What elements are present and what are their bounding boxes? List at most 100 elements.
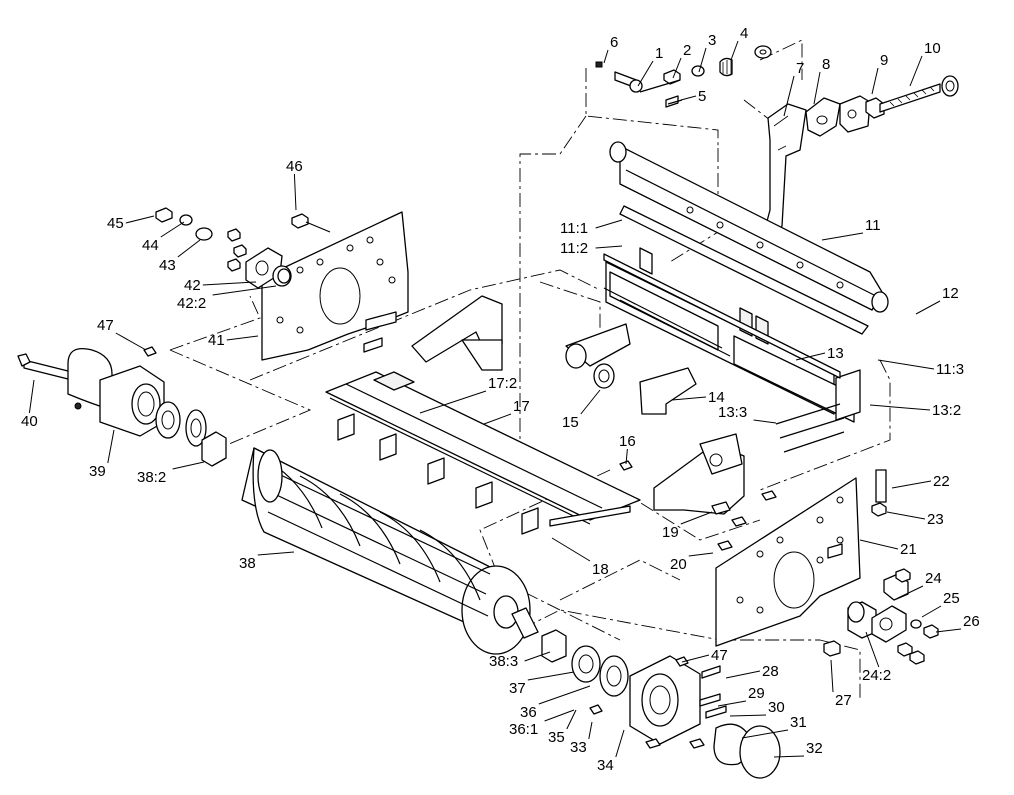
- leader-line-c17_2: [419, 390, 487, 414]
- callout-label-c13_2: 13:2: [932, 402, 961, 419]
- cutting-reel: [241, 447, 539, 655]
- leader-line-c11_3: [877, 359, 935, 370]
- leader-line-c28: [725, 670, 761, 679]
- leader-line-c42_2: [212, 285, 277, 296]
- leader-line-c47a: [115, 332, 147, 351]
- callout-label-c38_3: 38:3: [489, 653, 518, 670]
- leader-line-c33: [588, 721, 593, 740]
- right-end-housing: [541, 629, 781, 779]
- leader-line-c34: [615, 729, 625, 758]
- callout-label-c42_2: 42:2: [177, 295, 206, 312]
- leader-line-c36_1: [544, 709, 575, 722]
- leader-line-c2: [672, 57, 682, 79]
- leader-line-c38_3: [524, 651, 551, 662]
- leader-line-c29: [717, 700, 747, 707]
- callout-label-c3: 3: [708, 32, 716, 49]
- callout-label-c42: 42: [184, 277, 201, 294]
- callout-label-c32: 32: [806, 740, 823, 757]
- leader-line-c46: [293, 173, 297, 211]
- adjuster-assembly: [761, 75, 959, 245]
- right-frame-bracket: [653, 433, 777, 551]
- leader-line-c9: [871, 67, 879, 95]
- callout-label-c10: 10: [924, 40, 941, 57]
- leader-line-c20: [688, 552, 714, 557]
- callout-label-c23: 23: [927, 511, 944, 528]
- callout-label-c25: 25: [943, 590, 960, 607]
- callout-label-c13_3: 13:3: [718, 404, 747, 421]
- leader-line-c40: [28, 379, 35, 414]
- left-bearing-hardware: [155, 207, 331, 289]
- callout-label-c40: 40: [21, 413, 38, 430]
- bedknife-assembly: [325, 371, 641, 535]
- callout-label-c35: 35: [548, 729, 565, 746]
- leader-line-c27: [830, 659, 834, 693]
- left-side-frame: [261, 211, 409, 361]
- callout-label-c26: 26: [963, 613, 980, 630]
- callout-label-c11: 11: [865, 217, 881, 234]
- callout-label-c11_1: 11:1: [560, 220, 588, 237]
- leader-line-c47b: [681, 654, 710, 663]
- callout-label-c11_2: 11:2: [560, 240, 588, 257]
- leader-line-c24: [897, 585, 924, 599]
- callout-label-c9: 9: [880, 52, 888, 69]
- callout-label-c41: 41: [208, 332, 225, 349]
- callout-label-c2: 2: [683, 42, 691, 59]
- leader-line-c6: [603, 49, 609, 64]
- callout-label-c36_1: 36:1: [509, 721, 538, 738]
- callout-label-c19: 19: [662, 524, 679, 541]
- left-end-housing: [17, 346, 227, 467]
- callout-label-c6: 6: [610, 34, 618, 51]
- top-hardware-row: [595, 45, 772, 108]
- callout-label-c15: 15: [562, 414, 579, 431]
- leader-line-c5: [680, 95, 697, 101]
- callout-label-c27: 27: [835, 692, 852, 709]
- callout-label-c7: 7: [796, 60, 804, 77]
- leader-line-c3: [698, 47, 707, 73]
- callout-label-c1: 1: [655, 45, 663, 62]
- callout-label-c47b: 47: [711, 647, 728, 664]
- leader-line-c26: [935, 628, 962, 633]
- callout-label-c4: 4: [740, 25, 748, 42]
- callout-label-c34: 34: [597, 757, 614, 774]
- callout-label-c11_3: 11:3: [936, 361, 964, 378]
- callout-label-c28: 28: [762, 663, 779, 680]
- leader-line-c38_2: [172, 461, 205, 470]
- callout-label-c24_2: 24:2: [862, 667, 891, 684]
- callout-label-c46: 46: [286, 158, 303, 175]
- right-hardware: [823, 469, 939, 665]
- leader-line-c7: [783, 75, 795, 117]
- upper-frame-assembly: [603, 141, 889, 453]
- callout-label-c24: 24: [925, 570, 942, 587]
- leader-line-c12: [915, 300, 941, 315]
- center-bracket-assembly: [411, 287, 731, 471]
- leader-line-c44: [160, 221, 185, 238]
- leader-line-c11_2: [595, 245, 623, 249]
- callout-label-c5: 5: [698, 88, 706, 105]
- leader-line-c35: [566, 709, 577, 730]
- callout-label-c45: 45: [107, 215, 124, 232]
- callout-label-c22: 22: [933, 473, 950, 490]
- callout-label-c37: 37: [509, 680, 526, 697]
- leader-line-c11_1: [595, 219, 623, 229]
- leader-line-c14: [671, 396, 707, 401]
- callout-label-c39: 39: [89, 463, 106, 480]
- callout-label-c38: 38: [239, 555, 256, 572]
- callout-label-c36: 36: [520, 704, 537, 721]
- leader-line-c30: [729, 714, 767, 717]
- leader-line-c45: [125, 215, 155, 224]
- leader-line-c32: [773, 755, 805, 758]
- callout-label-c21: 21: [900, 541, 917, 558]
- callout-label-c29: 29: [748, 685, 765, 702]
- right-side-frame: [715, 477, 861, 647]
- callout-label-c17_2: 17:2: [488, 375, 517, 392]
- callout-label-c33: 33: [570, 739, 587, 756]
- leader-line-c41: [226, 335, 259, 341]
- leader-line-c13_2: [869, 404, 931, 411]
- leader-line-c24_2: [865, 631, 880, 668]
- callout-leaders: [28, 40, 962, 758]
- leader-line-c15: [580, 389, 601, 415]
- callout-label-c31: 31: [790, 714, 807, 731]
